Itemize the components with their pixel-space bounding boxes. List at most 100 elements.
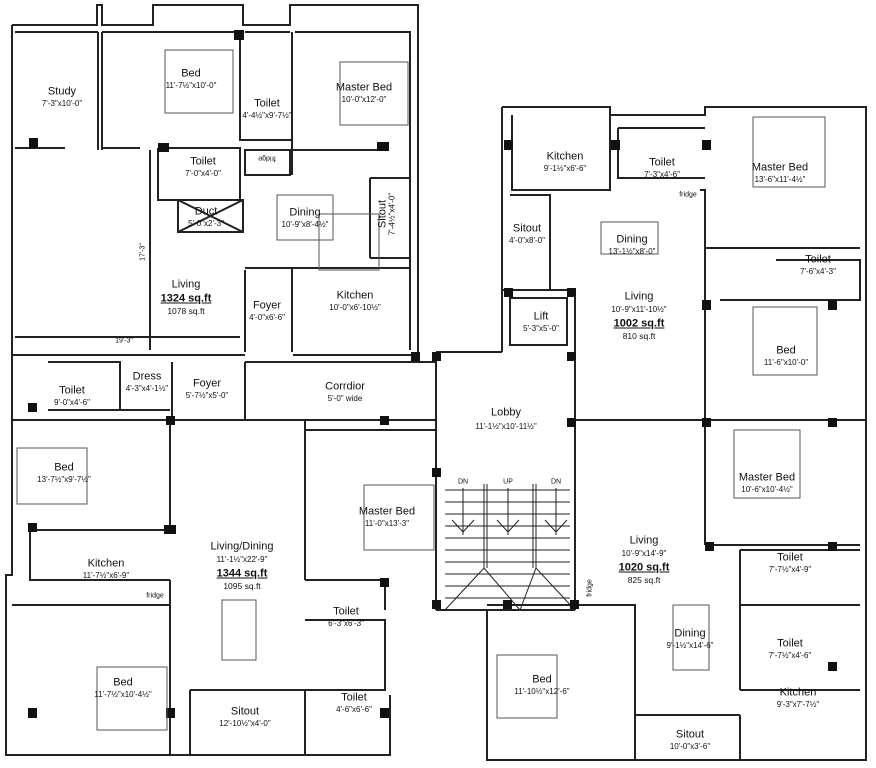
room-name: Sitout [675,728,705,741]
living-dimensions: 11'-1½"x22'-9" [216,555,268,564]
room-name: Study [47,85,77,98]
room-name: Kitchen [546,150,584,163]
room-name: Toilet [777,637,803,650]
room-name: Toilet [190,155,216,168]
room-name: Bed [113,676,133,689]
room-name: Dress [132,370,162,383]
room-name: Bed [54,461,74,474]
room-dimensions: 7'-3"x10'-0" [41,99,83,108]
room-dimensions: 10'-0"x6'-10½" [329,303,381,312]
corridor-dimensions: 5'-0" wide [327,394,363,403]
room-dimensions: 4'-0"x8'-0" [509,236,545,245]
lobby-dimensions: 11'-1½"x10'-11½" [475,422,537,431]
room-dimensions: 7'-7½"x4'-6" [768,651,812,660]
room-name: Toilet [333,605,359,618]
room-dimensions: 11'-10½"x12'-6" [514,687,570,696]
room-dimensions: 12'-10½"x4'-0" [219,719,271,728]
room-dimensions: 6'-3"x6'-3" [328,619,364,628]
room-name: Bed [181,67,201,80]
unit-area: 1324 sq.ft [160,292,212,305]
room-dimensions: 11'-7½"x10'-4½" [94,690,152,699]
corridor-name: Corrdior [325,380,365,393]
room-dimensions: 11'-7½"x6'-9" [82,571,130,580]
room-name: Bed [532,673,552,686]
lobby-name: Lobby [491,406,521,419]
living-name: Living/Dining [210,540,274,553]
room-dimensions: 4'-4½"x9'-7½" [242,111,292,120]
dimension-mark: 17'-3" [139,243,147,261]
stair-direction-label: DN [457,478,469,486]
living-name: Living [629,534,659,547]
room-name: Kitchen [336,289,374,302]
room-dimensions: 7'-3"x4'-6" [644,170,680,179]
unit-carpet-area: 1095 sq.ft [223,580,261,591]
room-dimensions: 4'-0"x6'-6" [249,313,285,322]
lift-name: Lift [533,310,549,323]
lift-dimensions: 5'-3"x5'-0" [523,324,559,333]
room-dimensions: 9'-1½"x6'-6" [543,164,587,173]
room-name: Toilet [254,97,280,110]
room-name: Toilet [777,551,803,564]
room-dimensions: 9'-0"x4'-6" [54,398,90,407]
room-name: Master Bed [358,505,416,518]
unit-area: 1020 sq.ft [618,561,670,574]
room-dimensions: 13'-1½"x8'-0" [608,247,656,256]
room-name: Dining [616,233,648,246]
room-name: Duct [194,205,218,218]
living-dimensions: 10'-9"x11'-10½" [611,305,667,314]
room-name: Sitout [512,222,542,235]
unit-area: 1344 sq.ft [216,567,268,580]
room-name: Toilet [805,253,831,266]
unit-carpet-area: 825 sq.ft [627,574,661,585]
room-dimensions: 9'-1½"x14'-6" [666,641,714,650]
unit-carpet-area: 810 sq.ft [622,330,656,341]
fridge-label: fridge [679,191,697,199]
living-dimensions: 10'-9"x14'-9" [621,549,667,558]
room-dimensions: 13'-7½"x9'-7½" [37,475,91,484]
room-name: Dining [674,627,706,640]
room-name: Foyer [192,377,222,390]
room-dimensions: 7'-0"x4'-0" [185,169,221,178]
room-dimensions: 4'-3"x4'-1½" [125,384,169,393]
unit-carpet-area: 1078 sq.ft [167,305,205,316]
stair-direction-label: UP [503,478,513,486]
room-name: Bed [776,344,796,357]
room-dimensions: 4'-6"x6'-6" [336,705,372,714]
room-name: Toilet [59,384,85,397]
room-dimensions: 10'-9"x8'-4½" [281,220,329,229]
room-name: Toilet [341,691,367,704]
room-dimensions: 11'-0"x13'-3" [364,519,410,528]
room-dimensions: 7'-4½"x4'-0" [387,192,397,236]
dimension-mark: 19'-3" [115,337,133,345]
room-name: Dining [289,206,321,219]
room-dimensions: 10'-0"x12'-0" [341,95,387,104]
room-name: Toilet [649,156,675,169]
room-name: Kitchen [87,557,125,570]
room-dimensions: 11'-6"x10'-0" [763,358,809,367]
living-name: Living [171,278,201,291]
room-dimensions: 7'-6"x4'-3" [800,267,836,276]
fridge-label: fridge [146,592,164,600]
living-name: Living [624,290,654,303]
room-name: Master Bed [738,471,796,484]
room-dimensions: 13'-6"x11'-4½" [754,175,806,184]
room-name: Master Bed [751,161,809,174]
stair-direction-label: DN [550,478,562,486]
room-dimensions: 10'-6"x10'-4½" [741,485,793,494]
room-name: Kitchen [779,686,817,699]
room-dimensions: 10'-0"x3'-6" [669,742,711,751]
room-dimensions: 7'-7½"x4'-9" [768,565,812,574]
room-name: Master Bed [335,81,393,94]
room-name: Sitout [230,705,260,718]
fridge-label: fridge [258,154,276,162]
room-dimensions: 5'-7½"x5'-0" [185,391,229,400]
room-name: Foyer [252,299,282,312]
room-dimensions: 9'-3"x7'-7½" [776,700,820,709]
unit-area: 1002 sq.ft [613,317,665,330]
room-dimensions: 5'-0"x2'-3" [188,219,224,228]
room-dimensions: 11'-7½"x10'-0" [165,81,217,90]
fridge-label: fridge [586,579,594,597]
